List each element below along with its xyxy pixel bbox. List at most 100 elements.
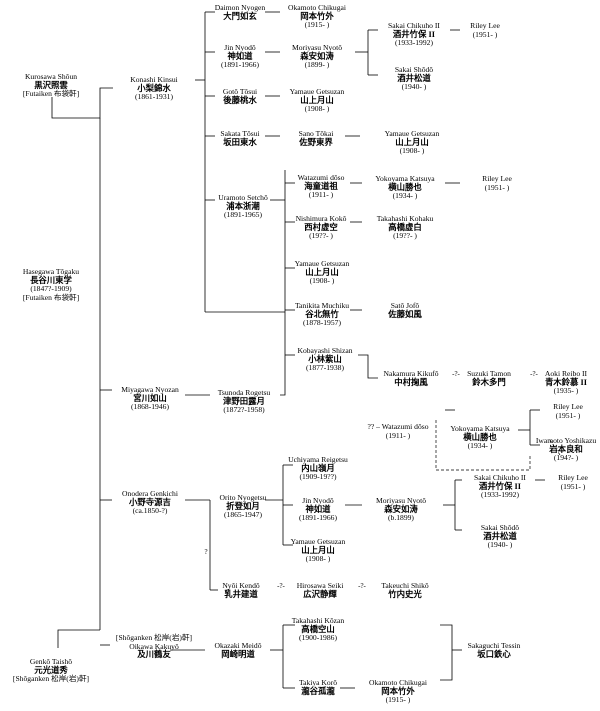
lineage-node-sato: Satô Jofô 佐藤如風 (388, 301, 422, 319)
node-kanji: 佐野東界 (299, 137, 333, 147)
node-romaji: Riley Lee (558, 473, 588, 482)
node-kanji: 高橋虚白 (388, 222, 422, 232)
lineage-node-yokoyama-2: Yokoyama Katsuya 横山勝也 (1934- ) (450, 424, 510, 451)
lineage-node-hasegawa: Hasegawa Tôgaku 長谷川東学 (1847?-1909) [Futa… (22, 267, 80, 302)
node-kanji: 及川鶴友 (137, 650, 171, 660)
node-romaji: Uchiyama Reigetsu (288, 455, 348, 464)
node-romaji: Takahashi Kohaku (376, 214, 434, 223)
node-kanji: 高橋空山 (301, 624, 335, 634)
lineage-node-sakai-shodo-2: Sakai Shôdô 酒井松道 (1940- ) (480, 523, 520, 550)
node-years: (1911- ) (385, 430, 411, 440)
node-kanji: 大門如玄 (223, 11, 257, 21)
node-romaji: Sakai Shôdô (394, 65, 434, 74)
node-romaji: Daimon Nyogen (214, 3, 266, 12)
lineage-node-watazumi-2: ?? – Watazumi dôso (1911- ) (367, 422, 429, 440)
node-romaji: Takiya Korô (298, 678, 338, 687)
node-romaji: Hirosawa Seiki (296, 581, 344, 590)
node-kanji: 折登如月 (226, 501, 260, 511)
lineage-node-yamaue-2: Yamaue Getsuzan 山上月山 (1908- ) (385, 129, 440, 156)
node-school: [Futaiken 布袋軒] (22, 292, 80, 302)
lineage-node-oikawa: [Shôganken 松岸(岩)軒] Oikawa Kakuyô 及川鶴友 (115, 633, 193, 660)
lineage-node-nakamura: Nakamura Kikufô 中村掬風 (383, 369, 439, 387)
node-romaji: Jin Nyodô (224, 43, 256, 52)
node-kanji: 広沢静輝 (303, 589, 337, 599)
node-years: (1911- ) (308, 190, 334, 200)
node-kanji: 森安如涛 (300, 51, 334, 61)
node-romaji: Yokoyama Katsuya (450, 424, 510, 433)
node-years: (1900-1986) (299, 633, 337, 643)
node-romaji: Sakai Shôdô (480, 523, 520, 532)
node-kanji: 神如道 (305, 504, 331, 514)
node-romaji: Nyôi Kendô (222, 581, 260, 590)
lineage-node-yamaue-4: Yamaue Getsuzan 山上月山 (1908- ) (291, 537, 346, 564)
node-kanji: 山上月山 (395, 137, 429, 147)
node-romaji: Yokoyama Katsuya (375, 174, 435, 183)
lineage-node-riley-2: Riley Lee (1951- ) (482, 174, 512, 192)
node-kanji: 元光道秀 (34, 665, 68, 675)
node-years: (1940- ) (487, 540, 513, 550)
node-romaji: Riley Lee (553, 402, 583, 411)
lineage-node-iwamoto: Iwamoto Yoshikazu 岩本良和 (194?- ) (536, 436, 596, 463)
node-years: (1935- ) (553, 386, 579, 396)
node-romaji: Satô Jofô (390, 301, 420, 310)
node-years: (1934- ) (392, 191, 418, 201)
node-school: [Shôganken 松岸(岩)軒] (12, 674, 90, 684)
node-kanji: 黒沢照雲 (34, 80, 68, 90)
node-romaji: Yamaue Getsuzan (289, 87, 345, 96)
lineage-node-kobayashi: Kobayashi Shizan 小林紫山 (1877-1938) (297, 346, 352, 373)
lineage-node-takahashi-kohaku: Takahashi Kohaku 高橋虚白 (19??- ) (376, 214, 434, 241)
lineage-node-okazaki: Okazaki Meidô 岡崎明道 (214, 641, 262, 659)
node-kanji: 瀧谷孤瀧 (301, 686, 335, 696)
node-years: (19??- ) (309, 231, 333, 241)
node-romaji: Konashi Kinsui (130, 75, 178, 84)
lineage-node-okamoto-1: Okamoto Chikugai 岡本竹外 (1915- ) (288, 3, 346, 30)
node-years: (1899- ) (304, 60, 330, 70)
node-years: (1878-1957) (303, 318, 341, 328)
lineage-node-okamoto-2: Okamoto Chikugai 岡本竹外 (1915- ) (369, 678, 427, 705)
node-kanji: 宮川如山 (133, 393, 167, 403)
lineage-node-nyoi: Nyôi Kendô 乳井建道 (222, 581, 260, 599)
lineage-node-onodera: Onodera Genkichi 小野寺源吉 (ca.1850-?) (122, 489, 178, 516)
node-kanji: 酒井竹保 II (392, 29, 436, 39)
node-romaji: Onodera Genkichi (122, 489, 178, 498)
node-years: (1933-1992) (481, 490, 519, 500)
node-years: (1934- ) (467, 441, 493, 451)
node-years: (1915- ) (385, 695, 411, 705)
lineage-node-jin-2: Jin Nyodô 神如道 (1891-1966) (299, 496, 337, 523)
node-kanji: 乳井建道 (224, 589, 258, 599)
node-romaji: Tanikita Muchiku (294, 301, 350, 310)
lineage-node-jin-1: Jin Nyodô 神如道 (1891-1966) (221, 43, 259, 70)
node-years: (1908- ) (399, 146, 425, 156)
lineage-node-moriyasu-2: Moriyasu Nyotô 森安如涛 (b.1899) (376, 496, 426, 523)
node-years: (1951- ) (555, 410, 581, 420)
node-kanji: 酒井竹保 II (478, 481, 522, 491)
node-romaji: ?? – Watazumi dôso (367, 422, 429, 431)
lineage-node-suzuki: Suzuki Tamon 鈴木多門 (467, 369, 511, 387)
node-kanji: 竹内史光 (388, 589, 422, 599)
lineage-node-uramoto: Uramoto Setchô 浦本浙潮 (1891-1965) (218, 193, 268, 220)
node-years: (1861-1931) (135, 92, 173, 102)
node-years: (1868-1946) (131, 402, 169, 412)
node-kanji: 浦本浙潮 (226, 201, 260, 211)
lineage-node-yokoyama-1: Yokoyama Katsuya 横山勝也 (1934- ) (375, 174, 435, 201)
node-romaji: Nakamura Kikufô (383, 369, 439, 378)
node-kanji: 海童道祖 (304, 181, 338, 191)
lineage-node-sakata: Sakata Tôsui 坂田東水 (220, 129, 259, 147)
node-years: (b.1899) (388, 513, 414, 523)
node-years: (ca.1850-?) (132, 506, 168, 516)
node-years: (1940- ) (401, 82, 427, 92)
node-school: [Shôganken 松岸(岩)軒] (115, 633, 193, 642)
node-years: (1891-1966) (299, 513, 337, 523)
lineage-node-yamaue-1: Yamaue Getsuzan 山上月山 (1908- ) (289, 87, 345, 114)
node-romaji: Kurosawa Shôun (24, 72, 78, 81)
node-kanji: 谷北無竹 (305, 309, 339, 319)
node-romaji: Takahashi Kôzan (291, 616, 345, 625)
node-kanji: 中村掬風 (394, 377, 428, 387)
node-years: (19??- ) (393, 231, 417, 241)
lineage-node-moriyasu-1: Moriyasu Nyotô 森安如涛 (1899- ) (292, 43, 342, 70)
node-romaji: Okazaki Meidô (214, 641, 262, 650)
node-romaji: Moriyasu Nyotô (376, 496, 426, 505)
lineage-node-aoki: Aoki Reibo II 青木鈴慕 II (1935- ) (545, 369, 587, 396)
node-kanji: 内山嶺月 (301, 463, 335, 473)
